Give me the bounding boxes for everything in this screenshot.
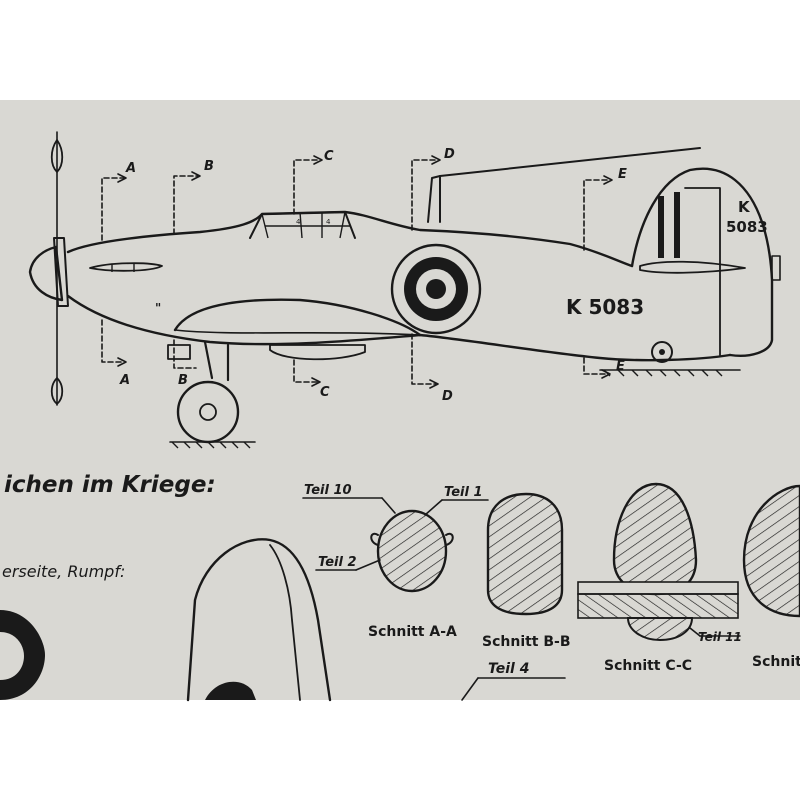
aircraft-serial-side: K 5083 xyxy=(566,295,644,319)
label-schnitt-c-c: Schnitt C-C xyxy=(604,658,692,674)
label-schnitt-partial: Schnit xyxy=(752,654,800,670)
section-markers: A A B B C C D D E E xyxy=(101,147,627,404)
label-schnitt-b-b: Schnitt B-B xyxy=(482,634,571,650)
section-a-a: Teil 10 Teil 1 Teil 2 Schnitt A-A xyxy=(302,483,489,640)
roundel-center xyxy=(426,279,446,299)
aircraft-serial-tail-number: 5083 xyxy=(726,218,768,236)
marker-c-top: C xyxy=(324,149,334,164)
teil-4-callout: Teil 4 xyxy=(461,661,566,701)
marker-c-bottom: C xyxy=(320,385,330,400)
cockpit-label-b: 4 xyxy=(326,218,331,226)
label-teil-10: Teil 10 xyxy=(304,483,352,498)
marker-b-bottom: B xyxy=(178,373,188,388)
hatch-mark: " xyxy=(155,301,161,315)
label-teil-2: Teil 2 xyxy=(318,555,357,570)
marker-e-top: E xyxy=(618,167,627,182)
marker-a-bottom: A xyxy=(119,373,130,388)
underside-view xyxy=(0,538,332,702)
section-partial-right: Schnit xyxy=(742,484,800,670)
marker-d-top: D xyxy=(444,147,455,162)
label-teil-11: Teil 11 xyxy=(698,630,742,644)
marker-b-top: B xyxy=(204,159,214,174)
label-teil-1: Teil 1 xyxy=(444,485,483,500)
marker-e-bottom: E xyxy=(616,359,625,374)
marker-d-bottom: D xyxy=(442,389,453,404)
section-b-b: Schnitt B-B xyxy=(482,492,571,650)
cockpit-label-a: 4 xyxy=(296,218,301,226)
aircraft-serial-tail-letter: K xyxy=(738,198,751,216)
label-teil-4: Teil 4 xyxy=(488,661,529,677)
cross-sections: Teil 10 Teil 1 Teil 2 Schnitt A-A Schnit… xyxy=(302,482,800,701)
section-c-c: Teil 11 Schnitt C-C xyxy=(577,482,742,674)
markings-heading: ichen im Kriege: xyxy=(4,472,216,498)
label-schnitt-a-a: Schnitt A-A xyxy=(368,624,457,640)
underside-caption: erseite, Rumpf: xyxy=(2,562,125,581)
aircraft-side-view: 4 4 " K 5083 K xyxy=(28,131,781,449)
marker-a-top: A xyxy=(125,161,136,176)
